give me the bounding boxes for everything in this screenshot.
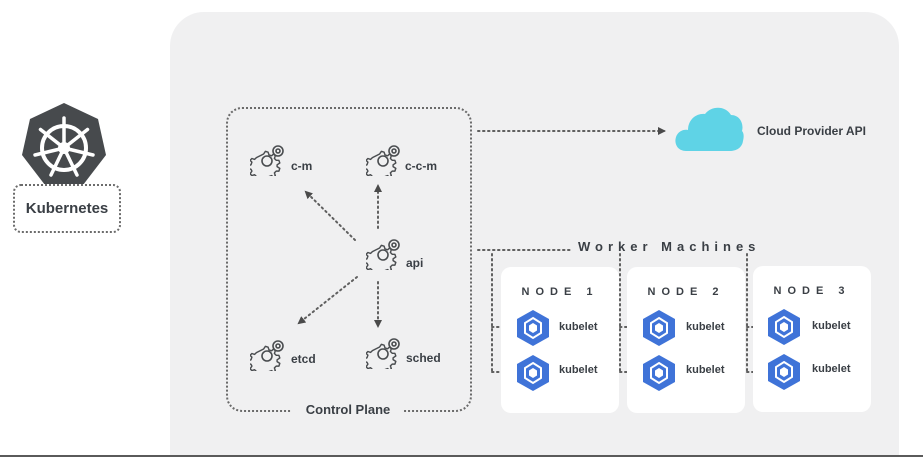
cloud-provider-label: Cloud Provider API (757, 124, 866, 138)
kubelet-label: kubelet (686, 364, 725, 376)
node-title: NODE 2 (647, 286, 725, 298)
node-title: NODE 3 (773, 285, 851, 297)
arrow-api-to-cm (304, 190, 356, 241)
arrow-api-to-etcd (297, 276, 358, 325)
sched-label: sched (406, 351, 441, 365)
kubelet-label: kubelet (686, 321, 725, 333)
gear-icon (366, 145, 400, 176)
gear-icon (366, 338, 400, 369)
kubelet-label: kubelet (559, 364, 598, 376)
kubelet-label: kubelet (812, 363, 851, 375)
gear-icon (366, 239, 400, 270)
cm-label: c-m (291, 159, 313, 173)
kubelet-label: kubelet (812, 320, 851, 332)
kubelet-hexagon-icon (768, 309, 800, 345)
kubernetes-label: Kubernetes (13, 184, 121, 233)
kubelet-label: kubelet (559, 321, 598, 333)
gear-icon (250, 340, 284, 371)
node-card: NODE 3 (753, 266, 871, 412)
etcd-label: etcd (291, 352, 316, 366)
kubelet-hexagon-icon (643, 310, 675, 346)
node-title: NODE 1 (521, 286, 599, 298)
api-label: api (406, 256, 424, 270)
node-card: NODE 2 (627, 267, 745, 413)
kubelet-hexagon-icon (643, 355, 675, 391)
control-plane-label: Control Plane (292, 402, 404, 418)
kubelet-hexagon-icon (517, 310, 549, 346)
kubelet-hexagon-icon (517, 355, 549, 391)
node-card: NODE 1 (501, 267, 619, 413)
bottom-divider (0, 455, 923, 457)
kubelet-hexagon-icon (768, 354, 800, 390)
worker-machines-label: Worker Machines (578, 239, 761, 254)
ccm-label: c-c-m (405, 159, 438, 173)
cloud-icon (675, 107, 744, 151)
kubernetes-logo-icon (22, 103, 106, 185)
gear-icon (250, 145, 284, 176)
